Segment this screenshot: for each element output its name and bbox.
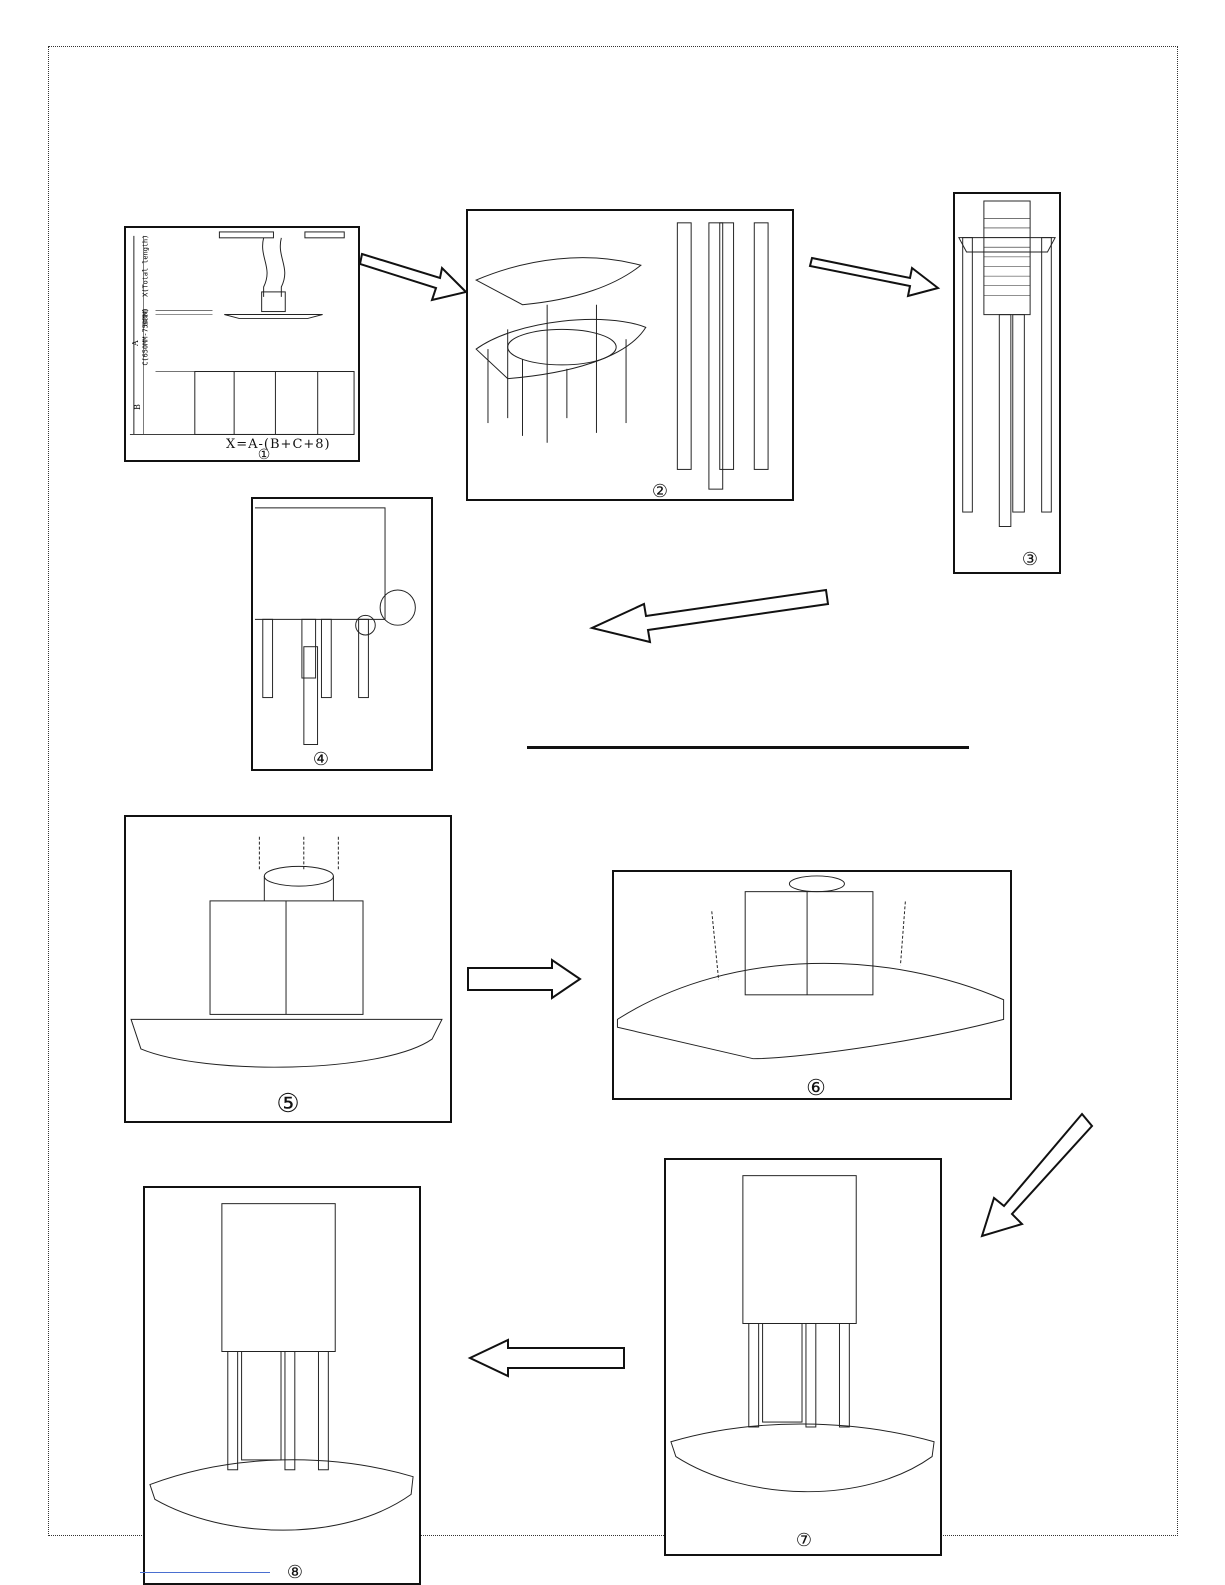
step-6-diagram bbox=[614, 872, 1010, 1098]
panel-step-5: ⑤ bbox=[124, 815, 452, 1123]
arrow-1-to-2 bbox=[360, 240, 470, 300]
step-2-label: ② bbox=[640, 481, 680, 501]
step-7-diagram bbox=[666, 1160, 940, 1554]
arrow-6-to-7 bbox=[978, 1112, 1098, 1242]
b-label: B bbox=[133, 404, 142, 410]
panel-step-7: ⑦ bbox=[664, 1158, 942, 1556]
step-8-label: ⑧ bbox=[275, 1562, 315, 1583]
8cm-label: 8CM bbox=[142, 310, 150, 327]
a-label: A bbox=[131, 340, 140, 347]
separator-line bbox=[527, 746, 969, 749]
step-4-label: ④ bbox=[301, 749, 341, 770]
arrow-7-to-8 bbox=[468, 1338, 628, 1378]
panel-step-2: ② bbox=[466, 209, 794, 501]
x-total-length-label: X(Total length) bbox=[142, 235, 150, 297]
step-3-diagram bbox=[955, 194, 1059, 572]
arrow-5-to-6 bbox=[466, 958, 586, 1000]
arrow-3-to-4 bbox=[590, 588, 830, 648]
panel-step-8: ⑧ bbox=[143, 1186, 421, 1585]
step-7-label: ⑦ bbox=[784, 1530, 824, 1551]
step-6-label: ⑥ bbox=[796, 1076, 836, 1100]
step-1-diagram: X(Total length) C(650MM-750MM) B A 8CM bbox=[126, 228, 358, 460]
arrow-2-to-3 bbox=[810, 250, 940, 300]
step-4-diagram bbox=[253, 499, 431, 769]
panel-step-1: X(Total length) C(650MM-750MM) B A 8CM X… bbox=[124, 226, 360, 462]
panel-step-3: ③ bbox=[953, 192, 1061, 574]
step-5-label: ⑤ bbox=[268, 1089, 308, 1119]
step-1-label: ① bbox=[244, 447, 284, 462]
step-2-diagram bbox=[468, 211, 792, 499]
panel-step-6: ⑥ bbox=[612, 870, 1012, 1100]
footer-link-underline bbox=[140, 1572, 270, 1573]
step-3-label: ③ bbox=[1010, 549, 1050, 570]
step-8-diagram bbox=[145, 1188, 419, 1583]
step-5-diagram bbox=[126, 817, 450, 1121]
panel-step-4: ④ bbox=[251, 497, 433, 771]
